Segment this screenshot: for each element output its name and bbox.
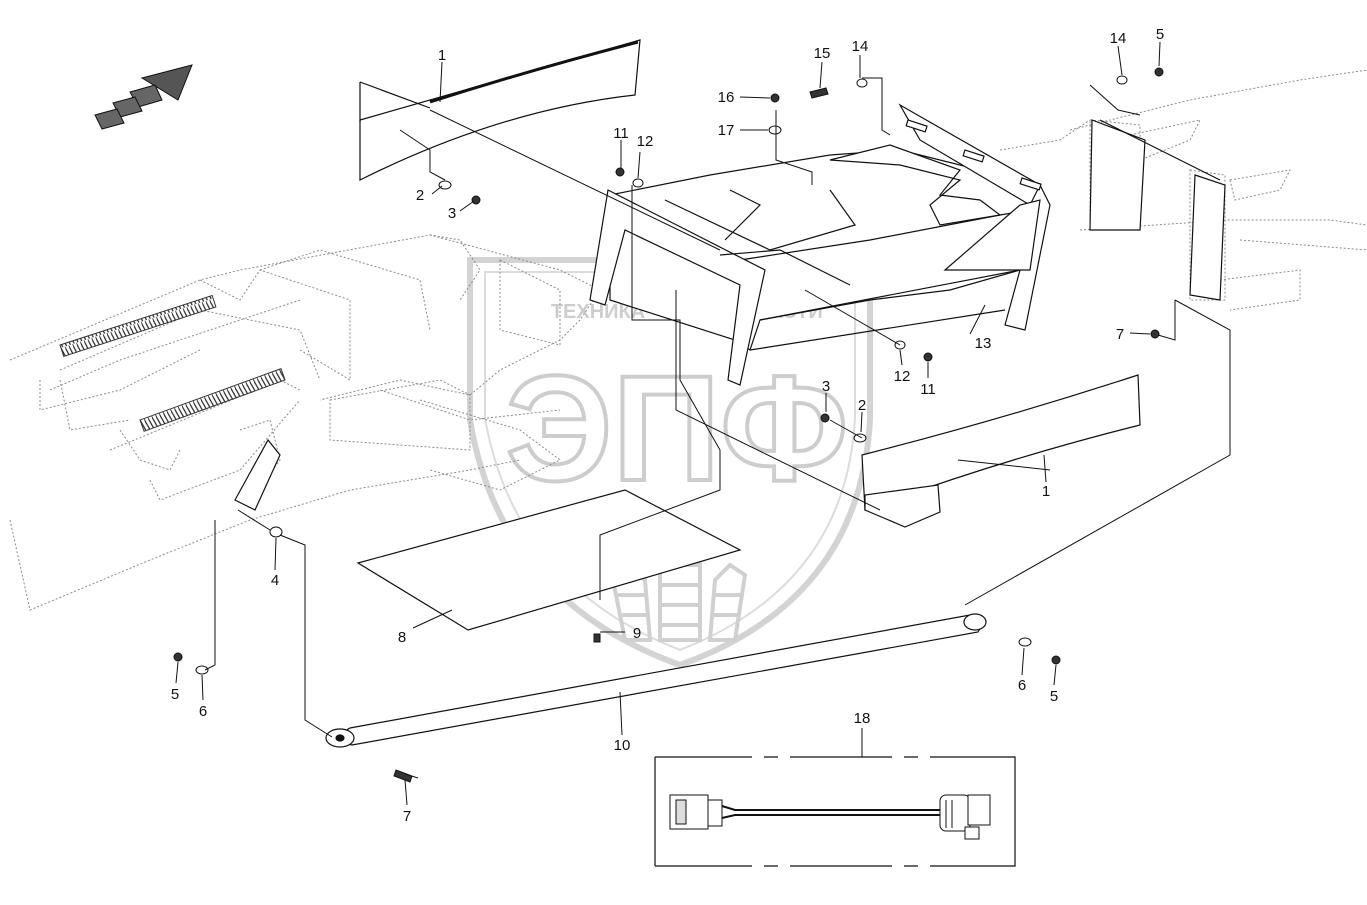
part-18-wiring-harness-box (654, 756, 1016, 867)
callout-18: 18 (854, 710, 871, 727)
callout-6-right: 6 (1018, 677, 1026, 694)
callout-4: 4 (271, 572, 279, 589)
washer-2-left (438, 180, 452, 190)
part-1-cover-strip-right (861, 374, 1141, 511)
callout-12-mid: 12 (894, 368, 911, 385)
watermark-shield (467, 257, 873, 669)
washer-4 (269, 526, 283, 538)
bolt-7-right (1150, 329, 1160, 339)
callout-5-left: 5 (171, 686, 179, 703)
callout-3-left: 3 (448, 205, 456, 222)
bolt-3-left (471, 195, 481, 205)
part-right-mount-bracket (1089, 119, 1146, 231)
washer-12-top (632, 178, 644, 188)
part-8-plate (356, 489, 742, 631)
callout-14-right: 14 (1110, 30, 1127, 47)
callout-3-right: 3 (822, 378, 830, 395)
callout-13: 13 (975, 335, 992, 352)
callout-17: 17 (718, 122, 735, 139)
callout-16: 16 (718, 89, 735, 106)
callout-5-right: 5 (1050, 688, 1058, 705)
callout-8: 8 (398, 629, 406, 646)
forward-direction-arrow-icon (94, 64, 193, 130)
callout-labels: 1 1 2 2 3 3 4 5 5 5 6 6 7 7 8 9 10 11 11… (171, 26, 1164, 825)
nut-11-top (615, 167, 625, 177)
bolt-3-right (820, 413, 830, 423)
callout-9: 9 (633, 625, 641, 642)
washer-6-right (1018, 637, 1032, 647)
washer-2-right (853, 433, 867, 443)
callout-12-top: 12 (637, 133, 654, 150)
callout-11-top: 11 (613, 125, 629, 142)
header-frame-background (9, 69, 1367, 611)
callout-2-left: 2 (416, 187, 424, 204)
callout-1-left: 1 (438, 47, 446, 64)
callout-2-right: 2 (858, 397, 866, 414)
callout-11-mid: 11 (920, 381, 936, 398)
part-1-cover-strip-left (359, 39, 641, 181)
callout-14-center: 14 (852, 38, 869, 55)
washer-6-left (195, 665, 209, 675)
part-10-tie-rod (328, 614, 986, 746)
bolt-15 (809, 87, 829, 99)
callout-10: 10 (614, 737, 631, 754)
watermark-text-left: ТЕХНИКА (551, 301, 645, 323)
washer-14-right (1116, 75, 1128, 85)
washer-17 (768, 125, 782, 135)
parts (234, 39, 1226, 748)
coil-springs (59, 294, 286, 432)
callout-1-right: 1 (1042, 483, 1050, 500)
bolt-7-bottom (393, 769, 413, 783)
nut-5-top-right (1154, 67, 1164, 77)
callout-5-top: 5 (1156, 26, 1164, 43)
nut-5-right (1051, 655, 1061, 665)
callout-7-bottom: 7 (403, 808, 411, 825)
washer-14-center (856, 78, 868, 88)
wiring-harness-icon (669, 794, 991, 840)
callout-15: 15 (814, 45, 831, 62)
callout-6-left: 6 (199, 703, 207, 720)
callout-7-right: 7 (1116, 326, 1124, 343)
watermark-big-text: ЭПФ (506, 344, 849, 512)
nut-11-mid (923, 352, 933, 362)
fasteners (173, 67, 1164, 783)
part-pivot-arm (234, 438, 281, 511)
nut-5-left (173, 652, 183, 662)
bolt-9 (593, 633, 601, 643)
assembly-lines (204, 77, 1231, 738)
callout-leaders (175, 41, 1161, 806)
nut-16 (770, 93, 780, 103)
